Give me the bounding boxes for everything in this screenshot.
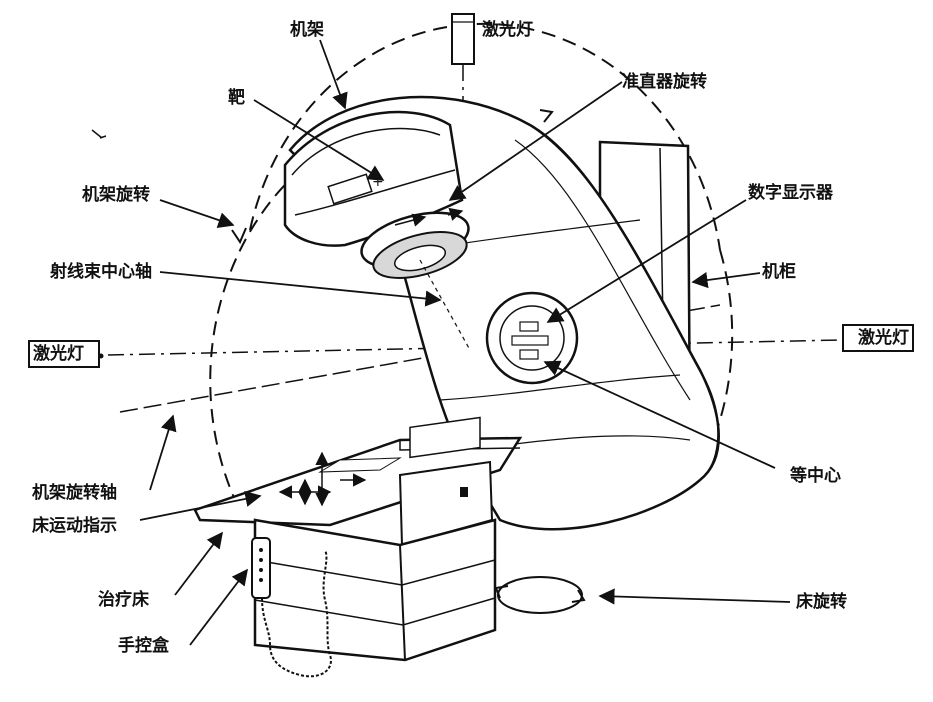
couch-rotation-ring: [497, 576, 583, 614]
label-couch-motion-indicator: 床运动指示: [32, 516, 117, 536]
target-window: [327, 173, 373, 205]
label-collimator-rotation: 准直器旋转: [622, 72, 707, 92]
label-target: 靶: [228, 88, 245, 108]
label-gantry-rotation: 机架旋转: [82, 185, 150, 205]
label-gantry-rotation-axis: 机架旋转轴: [32, 483, 117, 503]
svg-text:+: +: [372, 174, 384, 190]
label-laser-right: 激光灯: [858, 328, 909, 348]
gantry-rotation-circle-left: [209, 169, 301, 501]
label-digital-display: 数字显示器: [748, 183, 833, 203]
label-gantry: 机架: [290, 20, 324, 40]
label-hand-control-box: 手控盒: [118, 636, 169, 656]
label-laser-right-box: 激光灯: [842, 324, 914, 352]
label-laser-left-box: 激光灯: [28, 340, 100, 368]
label-isocenter: 等中心: [790, 466, 841, 486]
label-cabinet: 机柜: [762, 262, 796, 282]
label-laser-left: 激光灯: [33, 344, 84, 364]
label-couch-rotation: 床旋转: [796, 592, 847, 612]
label-treatment-couch: 治疗床: [98, 590, 149, 610]
gantry-rotation-circle: [249, 22, 721, 251]
couch-base: [253, 518, 497, 662]
label-beam-axis: 射线束中心轴: [50, 262, 152, 282]
label-laser-top: 激光灯: [482, 20, 533, 40]
laser-top-box: [451, 13, 475, 65]
